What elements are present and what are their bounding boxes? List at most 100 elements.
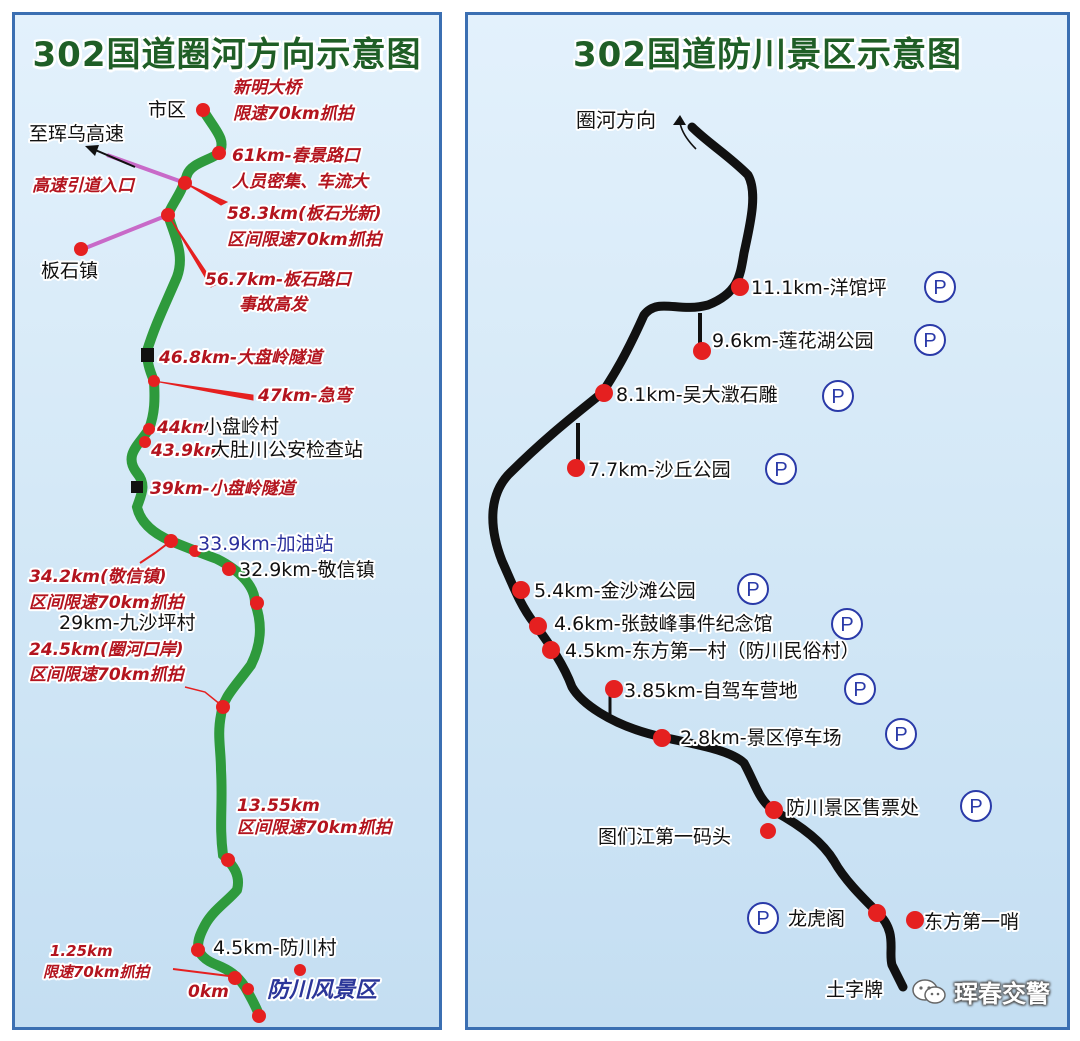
label-dadu-km: 43.9km bbox=[150, 441, 222, 461]
left-markers bbox=[74, 103, 306, 1023]
marker-zijiache[interactable] bbox=[605, 680, 623, 698]
marker-dadu[interactable] bbox=[139, 436, 151, 448]
marker-1355km[interactable] bbox=[221, 853, 235, 867]
label-1355-1: 13.55km bbox=[237, 796, 320, 816]
label-fangchuancun: 4.5km-防川村 bbox=[213, 937, 337, 959]
marker-jingxin-zone[interactable] bbox=[164, 534, 178, 548]
marker-shaqiu[interactable] bbox=[567, 459, 585, 477]
marker-banshi-guangxin[interactable] bbox=[161, 208, 175, 222]
label-jinshatan: 5.4km-金沙滩公园 bbox=[534, 580, 696, 602]
watermark-text: 珲春交警 bbox=[954, 980, 1050, 1008]
svg-text:P: P bbox=[923, 330, 936, 352]
watermark: 珲春交警 bbox=[912, 974, 1050, 1009]
marker-wudacheng[interactable] bbox=[595, 384, 613, 402]
marker-gaosu-yindao[interactable] bbox=[178, 176, 192, 190]
label-quanhe-2: 区间限速70km抓拍 bbox=[29, 665, 186, 685]
marker-chunjing[interactable] bbox=[212, 146, 226, 160]
label-yangguanping: 11.1km-洋馆坪 bbox=[751, 277, 887, 299]
parking-icon-zijiache: P bbox=[844, 673, 876, 705]
label-jingxinzhen: 32.9km-敬信镇 bbox=[239, 559, 375, 581]
label-jiayouzhan: 33.9km-加油站 bbox=[198, 533, 334, 555]
svg-text:P: P bbox=[774, 459, 787, 481]
marker-longhuge[interactable] bbox=[868, 904, 886, 922]
label-dadu-name: 大肚川公安检查站 bbox=[211, 439, 363, 461]
tunnel-dapanling bbox=[141, 348, 154, 362]
label-quanhe-1: 24.5km(圈河口岸) bbox=[29, 640, 184, 660]
svg-text:P: P bbox=[894, 724, 907, 746]
left-map-title: 302国道圈河方向示意图 bbox=[32, 35, 422, 75]
marker-jiwan[interactable] bbox=[148, 375, 160, 387]
marker-fangchuancun[interactable] bbox=[191, 943, 205, 957]
right-map-title: 302国道防川景区示意图 bbox=[573, 35, 962, 75]
marker-shoupiaochu[interactable] bbox=[765, 801, 783, 819]
marker-dongfang-diyicun[interactable] bbox=[542, 641, 560, 659]
parking-icon-shaqiu: P bbox=[765, 453, 797, 485]
marker-0km[interactable] bbox=[242, 983, 254, 995]
svg-text:P: P bbox=[853, 679, 866, 701]
label-jiushaping: 29km-九沙坪村 bbox=[59, 612, 196, 634]
label-shiqu: 市区 bbox=[148, 99, 186, 121]
label-tumenjiang: 图们江第一码头 bbox=[598, 826, 731, 848]
left-map-panel: 302国道圈河方向示意图 bbox=[12, 12, 442, 1030]
label-wudacheng: 8.1km-吴大澂石雕 bbox=[616, 384, 778, 406]
tunnel-xiaopanling bbox=[131, 481, 143, 493]
label-tuzipai: 土字牌 bbox=[826, 979, 883, 1001]
marker-yangguanping[interactable] bbox=[731, 278, 749, 296]
marker-125km[interactable] bbox=[228, 971, 242, 985]
marker-fangchuan-side[interactable] bbox=[294, 964, 306, 976]
marker-jinshatan[interactable] bbox=[512, 581, 530, 599]
direction-arrow-line bbox=[679, 122, 697, 150]
marker-jingxinzhen[interactable] bbox=[222, 562, 236, 576]
label-banshi-gx-1: 58.3km(板石光新) bbox=[227, 204, 382, 224]
svg-text:P: P bbox=[840, 614, 853, 636]
label-xinming-2: 限速70km抓拍 bbox=[233, 104, 356, 124]
label-jingxin-2: 区间限速70km抓拍 bbox=[29, 593, 186, 613]
label-xiaopanling-name: 小盘岭村 bbox=[203, 416, 279, 438]
wechat-icon bbox=[912, 978, 946, 1006]
marker-tumenjiang[interactable] bbox=[760, 823, 776, 839]
marker-xiaopanling[interactable] bbox=[143, 423, 155, 435]
label-longhuge: 龙虎阁 bbox=[788, 908, 845, 930]
label-dongfang-diyicun: 4.5km-东方第一村（防川民俗村） bbox=[565, 640, 860, 662]
parking-icon-longhuge: P bbox=[747, 902, 779, 934]
svg-text:P: P bbox=[831, 386, 844, 408]
parking-icon-shoupiaochu: P bbox=[960, 790, 992, 822]
label-zijiache: 3.85km-自驾车营地 bbox=[624, 680, 798, 702]
label-banshi-lk-1: 56.7km-板石路口 bbox=[205, 270, 353, 290]
label-quanhe-direction: 圈河方向 bbox=[576, 108, 656, 132]
scenic-road-line bbox=[488, 122, 908, 992]
marker-quanhe[interactable] bbox=[216, 700, 230, 714]
arrow-head-icon bbox=[85, 145, 99, 156]
marker-shiqu[interactable] bbox=[196, 103, 210, 117]
parking-icon-jinshatan: P bbox=[737, 573, 769, 605]
svg-text:P: P bbox=[756, 908, 769, 930]
marker-banshizhen[interactable] bbox=[74, 242, 88, 256]
parking-icon-yangguanping: P bbox=[924, 271, 956, 303]
label-shaqiu: 7.7km-沙丘公园 bbox=[588, 459, 731, 481]
label-0km: 0km bbox=[188, 982, 229, 1002]
marker-tingchechang[interactable] bbox=[653, 729, 671, 747]
svg-text:P: P bbox=[746, 579, 759, 601]
marker-jiushaping[interactable] bbox=[250, 596, 264, 610]
label-lianhuahu: 9.6km-莲花湖公园 bbox=[712, 330, 874, 352]
banshi-branch-road bbox=[82, 213, 169, 251]
label-xiaopanling-tunnel: 39km-小盘岭隧道 bbox=[150, 479, 298, 499]
left-route-map: 市区 新明大桥 限速70km抓拍 至珲乌高速 61km-春景路口 人员密集、车流… bbox=[27, 76, 396, 1023]
parking-icon-lianhuahu: P bbox=[914, 324, 946, 356]
label-zhi-hunwu: 至珲乌高速 bbox=[29, 123, 124, 145]
marker-jiayouzhan[interactable] bbox=[189, 545, 201, 557]
marker-dongfang-diyishao[interactable] bbox=[906, 911, 924, 929]
label-fangchuan-scenic: 防川风景区 bbox=[267, 978, 381, 1003]
label-125km-1: 1.25km bbox=[50, 942, 113, 960]
marker-lianhuahu[interactable] bbox=[693, 342, 711, 360]
label-shoupiaochu: 防川景区售票处 bbox=[786, 797, 919, 819]
label-banshi-lk-2: 事故高发 bbox=[239, 295, 309, 315]
marker-route-end[interactable] bbox=[252, 1009, 266, 1023]
parking-icon-zhanggufeng: P bbox=[831, 608, 863, 640]
right-map-panel: 302国道防川景区示意图 圈河方向 11.1km bbox=[465, 12, 1070, 1030]
label-banshizhen: 板石镇 bbox=[41, 260, 98, 282]
marker-zhanggufeng[interactable] bbox=[529, 617, 547, 635]
svg-text:P: P bbox=[933, 277, 946, 299]
parking-icon-wudacheng: P bbox=[822, 380, 854, 412]
expressway-arrow-line bbox=[92, 148, 136, 168]
